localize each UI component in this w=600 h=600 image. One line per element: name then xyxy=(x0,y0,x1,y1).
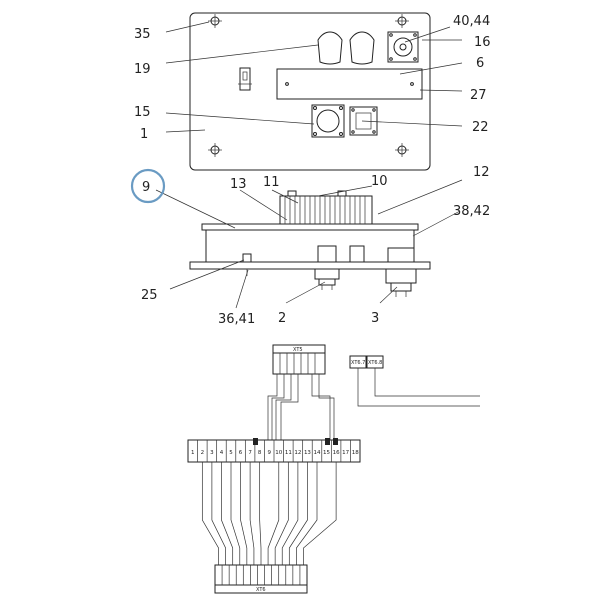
bundle-wire xyxy=(211,462,226,565)
corner-screw-tl xyxy=(208,14,222,28)
terminal-pin-label: 4 xyxy=(220,450,224,456)
bundle-wire xyxy=(230,462,241,565)
connector-2-side xyxy=(314,245,340,290)
terminal-pin-label: 13 xyxy=(304,450,311,456)
callout-9-highlight xyxy=(130,168,166,204)
jumper-mark-b xyxy=(325,438,330,445)
xt5-label: XT5 xyxy=(293,347,303,353)
callout-15: 15 xyxy=(134,105,151,120)
connector-22 xyxy=(349,106,378,136)
bundle-wire xyxy=(240,462,248,565)
callout-11: 11 xyxy=(263,175,280,190)
panel-outline xyxy=(189,12,431,171)
xt6-8-label: XT6.8 xyxy=(368,360,382,366)
connector-16 xyxy=(387,31,419,63)
terminal-pin-label: 18 xyxy=(352,450,359,456)
callout-10: 10 xyxy=(371,174,388,189)
bundle-wire xyxy=(221,462,234,565)
terminal-pin-label: 8 xyxy=(258,450,262,456)
fuse-holder-2 xyxy=(349,31,375,65)
terminal-pin-label: 2 xyxy=(201,450,205,456)
callout-35: 35 xyxy=(134,27,151,42)
callout-3: 3 xyxy=(371,311,379,326)
callout-6: 6 xyxy=(476,56,484,71)
callout-13: 13 xyxy=(230,177,247,192)
xt5-connector: XT5 xyxy=(272,344,326,375)
terminal-pin-label: 6 xyxy=(239,450,243,456)
panel-top-view xyxy=(165,12,463,171)
corner-screw-tr xyxy=(395,14,409,28)
corner-screw-br xyxy=(395,143,409,157)
terminal-pin-label: 16 xyxy=(333,450,340,456)
terminal-pin-label: 7 xyxy=(248,450,252,456)
side-fitting xyxy=(349,245,365,263)
side-base-plate xyxy=(189,261,431,270)
xt6-label: XT6 xyxy=(256,587,266,593)
bundle-wire xyxy=(259,462,262,565)
bundle-wire xyxy=(296,462,318,565)
callout-36-41: 36,41 xyxy=(218,312,255,327)
label-plate xyxy=(276,68,423,100)
bundle-wire xyxy=(249,462,255,565)
terminal-pin-label: 15 xyxy=(323,450,330,456)
callout-22: 22 xyxy=(472,120,489,135)
terminal-pin-label: 1 xyxy=(191,450,195,456)
bundle-wire xyxy=(288,462,308,565)
terminal-pin-label: 14 xyxy=(314,450,321,456)
bundle-wire xyxy=(201,462,219,565)
terminal-pin-label: 5 xyxy=(229,450,233,456)
bundle-wire xyxy=(303,462,337,565)
terminal-pin-label: 12 xyxy=(294,450,301,456)
side-cover xyxy=(201,223,419,231)
panel-side-view xyxy=(155,179,463,309)
callout-12: 12 xyxy=(473,165,490,180)
callout-19: 19 xyxy=(134,62,151,77)
callout-1: 1 xyxy=(140,127,148,142)
terminal-pin-label: 17 xyxy=(342,450,349,456)
bundle-wire xyxy=(281,462,299,565)
bundle-wire xyxy=(274,462,289,565)
xt6-7-tag: XT6.7 xyxy=(349,355,367,369)
callout-9: 9 xyxy=(142,180,150,195)
wire-bundle xyxy=(201,462,337,565)
callout-40-44: 40,44 xyxy=(453,14,490,29)
fuse-holder-1 xyxy=(317,31,343,65)
callout-16: 16 xyxy=(474,35,491,50)
connector-15 xyxy=(311,104,345,138)
switch-part xyxy=(238,67,252,91)
terminal-pin-label: 10 xyxy=(275,450,282,456)
jumper-mark-c xyxy=(333,438,338,445)
corner-screw-bl xyxy=(208,143,222,157)
wire-xt6-7 xyxy=(357,368,480,407)
xt6-7-label: XT6.7 xyxy=(351,360,365,366)
xt6-8-tag: XT6.8 xyxy=(366,355,384,369)
terminal-pin-label: 3 xyxy=(210,450,214,456)
terminal-pin-label: 11 xyxy=(285,450,292,456)
callout-2: 2 xyxy=(278,311,286,326)
terminal-block-side xyxy=(279,190,373,225)
callout-25: 25 xyxy=(141,288,158,303)
wire-xt6-8 xyxy=(374,368,480,397)
bundle-wire xyxy=(267,462,280,565)
callout-38-42: 38,42 xyxy=(453,204,490,219)
jumper-mark-a xyxy=(253,438,258,445)
connector-3-side xyxy=(385,247,417,297)
xt6-connector: XT6 xyxy=(214,564,308,594)
terminal-pin-label: 9 xyxy=(267,450,271,456)
callout-labels: 35 19 15 1 40,44 16 6 27 22 9 13 11 10 1… xyxy=(134,14,491,327)
callout-27: 27 xyxy=(470,88,487,103)
